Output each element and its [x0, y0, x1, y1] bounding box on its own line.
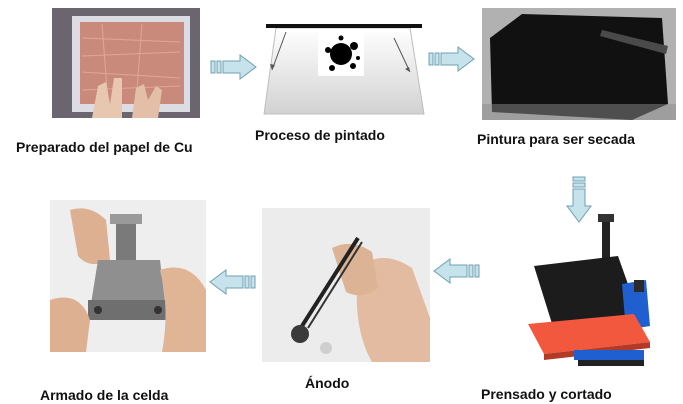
painting-diagram	[258, 10, 430, 120]
caption-cu-paper: Preparado del papel de Cu	[16, 139, 193, 155]
caption-anode: Ánodo	[305, 375, 350, 391]
caption-pressing: Prensado y cortado	[481, 386, 612, 402]
arrow-right-icon	[428, 46, 476, 72]
caption-painting: Proceso de pintado	[255, 127, 385, 143]
photo-anode	[262, 208, 430, 362]
heat-press-image	[514, 214, 674, 374]
arrow-left-icon	[208, 269, 256, 295]
arrow-down-icon	[565, 176, 593, 224]
arrow-left-icon	[432, 258, 480, 284]
caption-drying: Pintura para ser secada	[477, 131, 635, 147]
arrow-right-icon	[210, 54, 258, 80]
photo-drying	[482, 8, 676, 120]
photo-cu-paper	[52, 8, 200, 118]
caption-cell: Armado de la celda	[40, 387, 169, 403]
photo-cell-assembly	[50, 200, 206, 352]
